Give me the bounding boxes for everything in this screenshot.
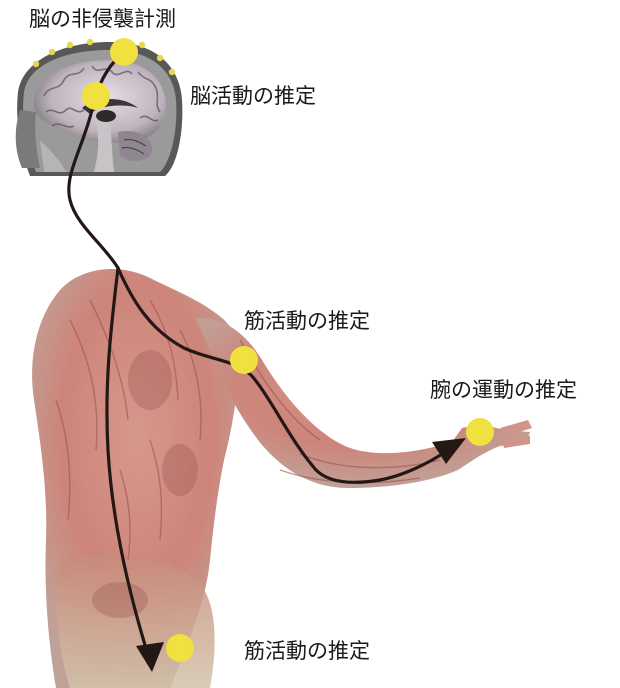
brain-noninvasive-measurement-label: 脳の非侵襲計測 <box>29 9 176 30</box>
leg-muscle-marker <box>166 634 194 662</box>
brain-activity-estimation-label: 脳活動の推定 <box>190 86 316 107</box>
brain-measurement-marker <box>110 38 138 66</box>
shoulder-muscle-activity-label: 筋活動の推定 <box>244 311 370 332</box>
shoulder-muscle-marker <box>230 346 258 374</box>
arm-movement-estimation-label: 腕の運動の推定 <box>430 380 577 401</box>
leg-muscle-activity-label: 筋活動の推定 <box>244 641 370 662</box>
brain-activity-marker <box>82 82 110 110</box>
hand-movement-marker <box>466 418 494 446</box>
